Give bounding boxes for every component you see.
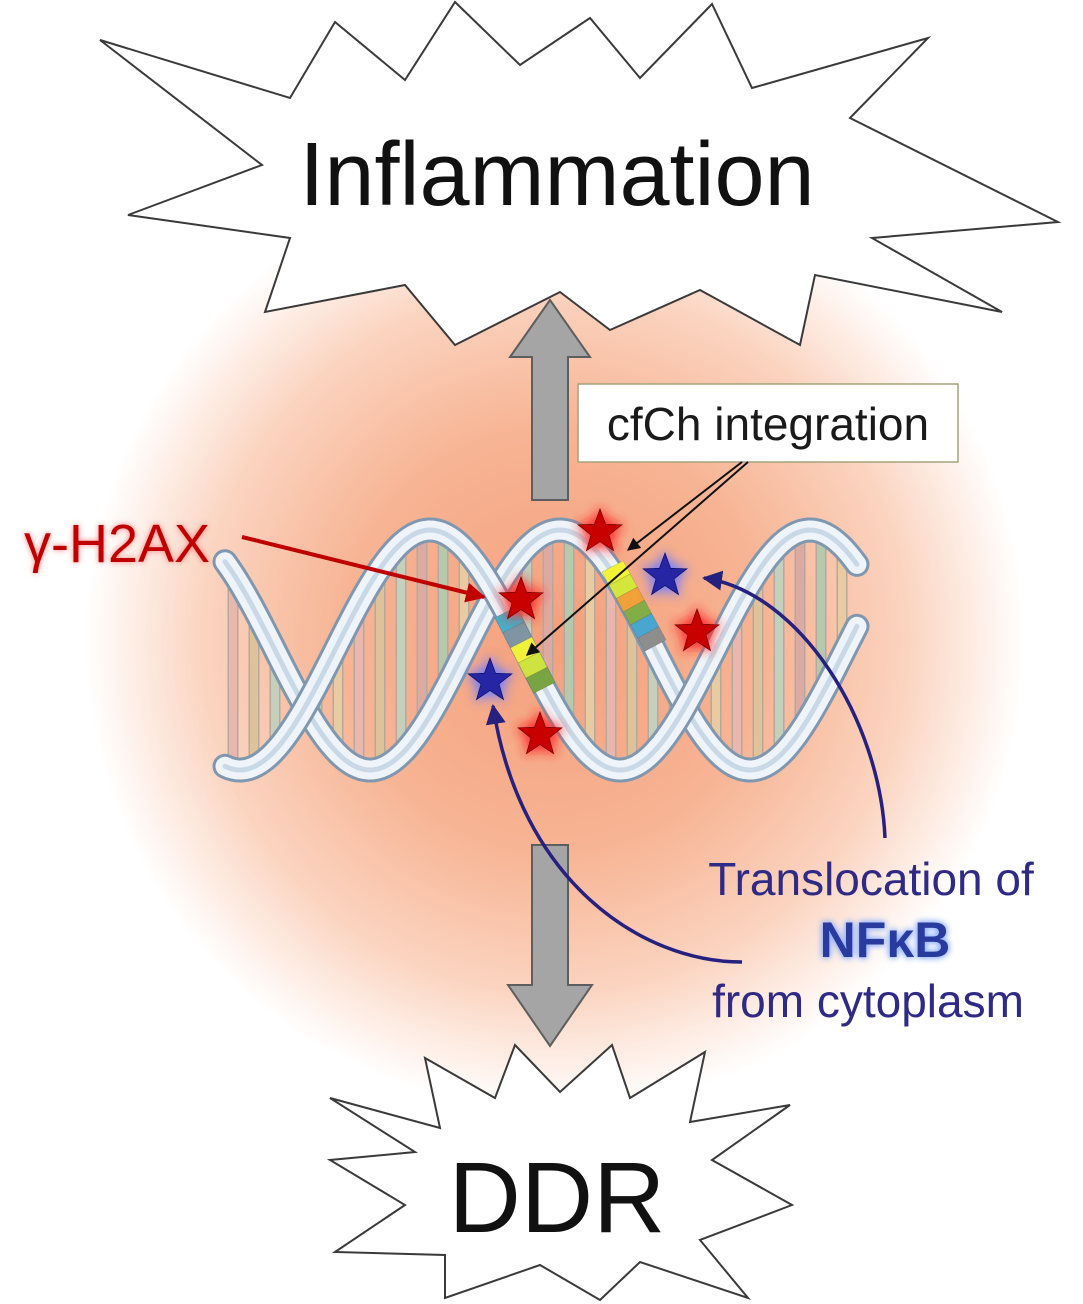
integration-pointer-arrow <box>626 461 743 551</box>
translocation-line3: from cytoplasm <box>712 975 1024 1027</box>
cfch-segment-right <box>601 560 667 652</box>
dna-helix <box>212 517 870 783</box>
inflammation-burst: Inflammation <box>99 0 1062 347</box>
up-arrow-icon <box>508 298 592 501</box>
nfkb-translocation-arrow <box>702 570 887 839</box>
nfkb-translocation-arrow <box>485 704 743 964</box>
translocation-callout: Translocation of NFκB from cytoplasm <box>708 853 1034 1027</box>
nfkb-label: NFκB <box>820 912 951 968</box>
helix-rungs <box>227 531 848 770</box>
inflammation-label: Inflammation <box>299 125 814 225</box>
starburst-icon <box>326 1043 795 1302</box>
integration-label: cfCh integration <box>607 398 929 450</box>
ddr-burst: DDR <box>326 1043 795 1302</box>
gamma-h2ax-arrow <box>241 535 486 603</box>
gamma-h2ax-label: γ-H2AX <box>24 514 210 574</box>
dna-strand-back-shade <box>222 527 860 773</box>
integration-pointer-arrow <box>526 461 749 656</box>
translocation-line1: Translocation of <box>708 853 1034 905</box>
segment-band <box>525 666 556 694</box>
down-arrow-icon <box>506 844 594 1048</box>
integration-box <box>577 383 959 463</box>
starburst-icon <box>99 0 1062 347</box>
integration-callout: cfCh integration <box>577 383 959 463</box>
ddr-label: DDR <box>449 1142 666 1254</box>
segment-band <box>637 626 667 652</box>
